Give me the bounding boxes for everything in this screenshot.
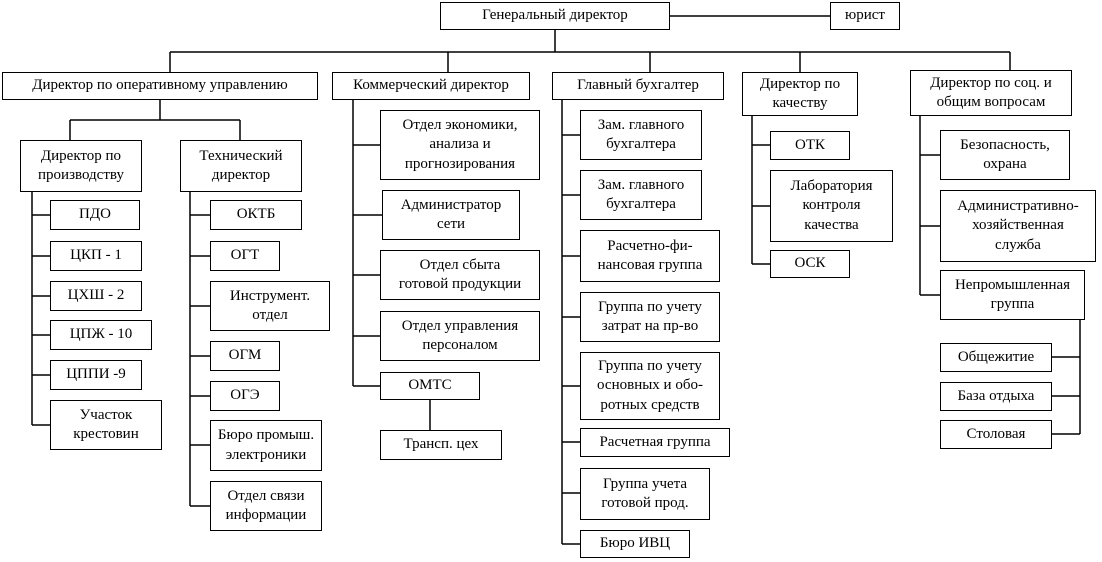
node-general-director: Генеральный директор bbox=[440, 2, 670, 30]
node-oktb: ОКТБ bbox=[210, 200, 302, 230]
node-bezopasnost: Безопасность, охрана bbox=[940, 130, 1070, 180]
node-neprom-gruppa: Непромышленная группа bbox=[940, 270, 1085, 320]
node-obshezhitie: Общежитие bbox=[940, 343, 1052, 372]
node-director-production: Директор по производству bbox=[20, 140, 142, 192]
node-gruppa-osnovnyh: Группа по учету основных и обо- ротных с… bbox=[580, 352, 720, 420]
node-admin-hoz: Административно- хозяйственная служба bbox=[940, 190, 1096, 262]
connectors-top-level bbox=[169, 15, 1011, 72]
node-chief-accountant: Главный бухгалтер bbox=[552, 72, 724, 100]
node-lab-kontrolya: Лаборатория контроля качества bbox=[770, 170, 893, 242]
node-raschetnaya-gruppa: Расчетная группа bbox=[580, 428, 730, 457]
node-zam-glavnogo-1: Зам. главного бухгалтера bbox=[580, 110, 702, 160]
node-omts: ОМТС bbox=[380, 372, 480, 400]
connectors-social-spine bbox=[919, 116, 940, 296]
node-otdel-sbyta: Отдел сбыта готовой продукции bbox=[380, 250, 540, 300]
node-pdo: ПДО bbox=[50, 200, 140, 230]
connectors-operations-branch bbox=[69, 100, 241, 140]
node-gruppa-zatrat: Группа по учету затрат на пр-во bbox=[580, 292, 720, 342]
node-director-social: Директор по соц. и общим вопросам bbox=[910, 70, 1072, 116]
connectors-technical-spine bbox=[189, 192, 210, 507]
node-transp-ceh: Трансп. цех bbox=[380, 430, 502, 460]
node-otdel-svyazi: Отдел связи информации bbox=[210, 481, 322, 531]
node-ckp-1: ЦКП - 1 bbox=[50, 241, 142, 271]
node-stolovaya: Столовая bbox=[940, 420, 1052, 449]
connectors-commercial-spine bbox=[352, 100, 431, 430]
node-cppi-9: ЦППИ -9 bbox=[50, 360, 142, 390]
node-director-quality: Директор по качеству bbox=[742, 72, 858, 116]
node-ogm: ОГМ bbox=[210, 341, 280, 371]
connectors-quality-spine bbox=[751, 116, 770, 265]
node-otdel-ekonomiki: Отдел экономики, анализа и прогнозирован… bbox=[380, 110, 540, 180]
connectors-production-spine bbox=[31, 192, 50, 426]
node-gruppa-gotovoy: Группа учета готовой прод. bbox=[580, 468, 710, 520]
node-commercial-director: Коммерческий директор bbox=[332, 72, 530, 100]
node-otdel-upravleniya: Отдел управления персоналом bbox=[380, 311, 540, 361]
node-director-operations: Директор по оперативному управлению bbox=[2, 72, 318, 100]
connectors-accounting-spine bbox=[561, 100, 580, 545]
node-buro-prom-elektroniki: Бюро промыш. электроники bbox=[210, 420, 322, 471]
node-uchastok-krestovin: Участок крестовин bbox=[50, 400, 162, 450]
node-chsh-2: ЦХШ - 2 bbox=[50, 281, 142, 311]
node-oge: ОГЭ bbox=[210, 381, 280, 411]
node-osk: ОСК bbox=[770, 250, 850, 278]
node-otk: ОТК bbox=[770, 131, 850, 160]
node-baza-otdyha: База отдыха bbox=[940, 382, 1052, 411]
node-buro-ivc: Бюро ИВЦ bbox=[580, 530, 690, 558]
node-ogt: ОГТ bbox=[210, 241, 280, 271]
node-technical-director: Технический директор bbox=[180, 140, 302, 192]
node-raschetno-fin: Расчетно-фи- нансовая группа bbox=[580, 230, 720, 282]
node-cpzh-10: ЦПЖ - 10 bbox=[50, 320, 152, 350]
node-jurist: юрист bbox=[830, 2, 900, 30]
node-admin-seti: Администратор сети bbox=[382, 190, 520, 240]
connectors-social-right-spine bbox=[1052, 320, 1081, 435]
node-instrument-otdel: Инструмент. отдел bbox=[210, 281, 330, 331]
node-zam-glavnogo-2: Зам. главного бухгалтера bbox=[580, 170, 702, 220]
